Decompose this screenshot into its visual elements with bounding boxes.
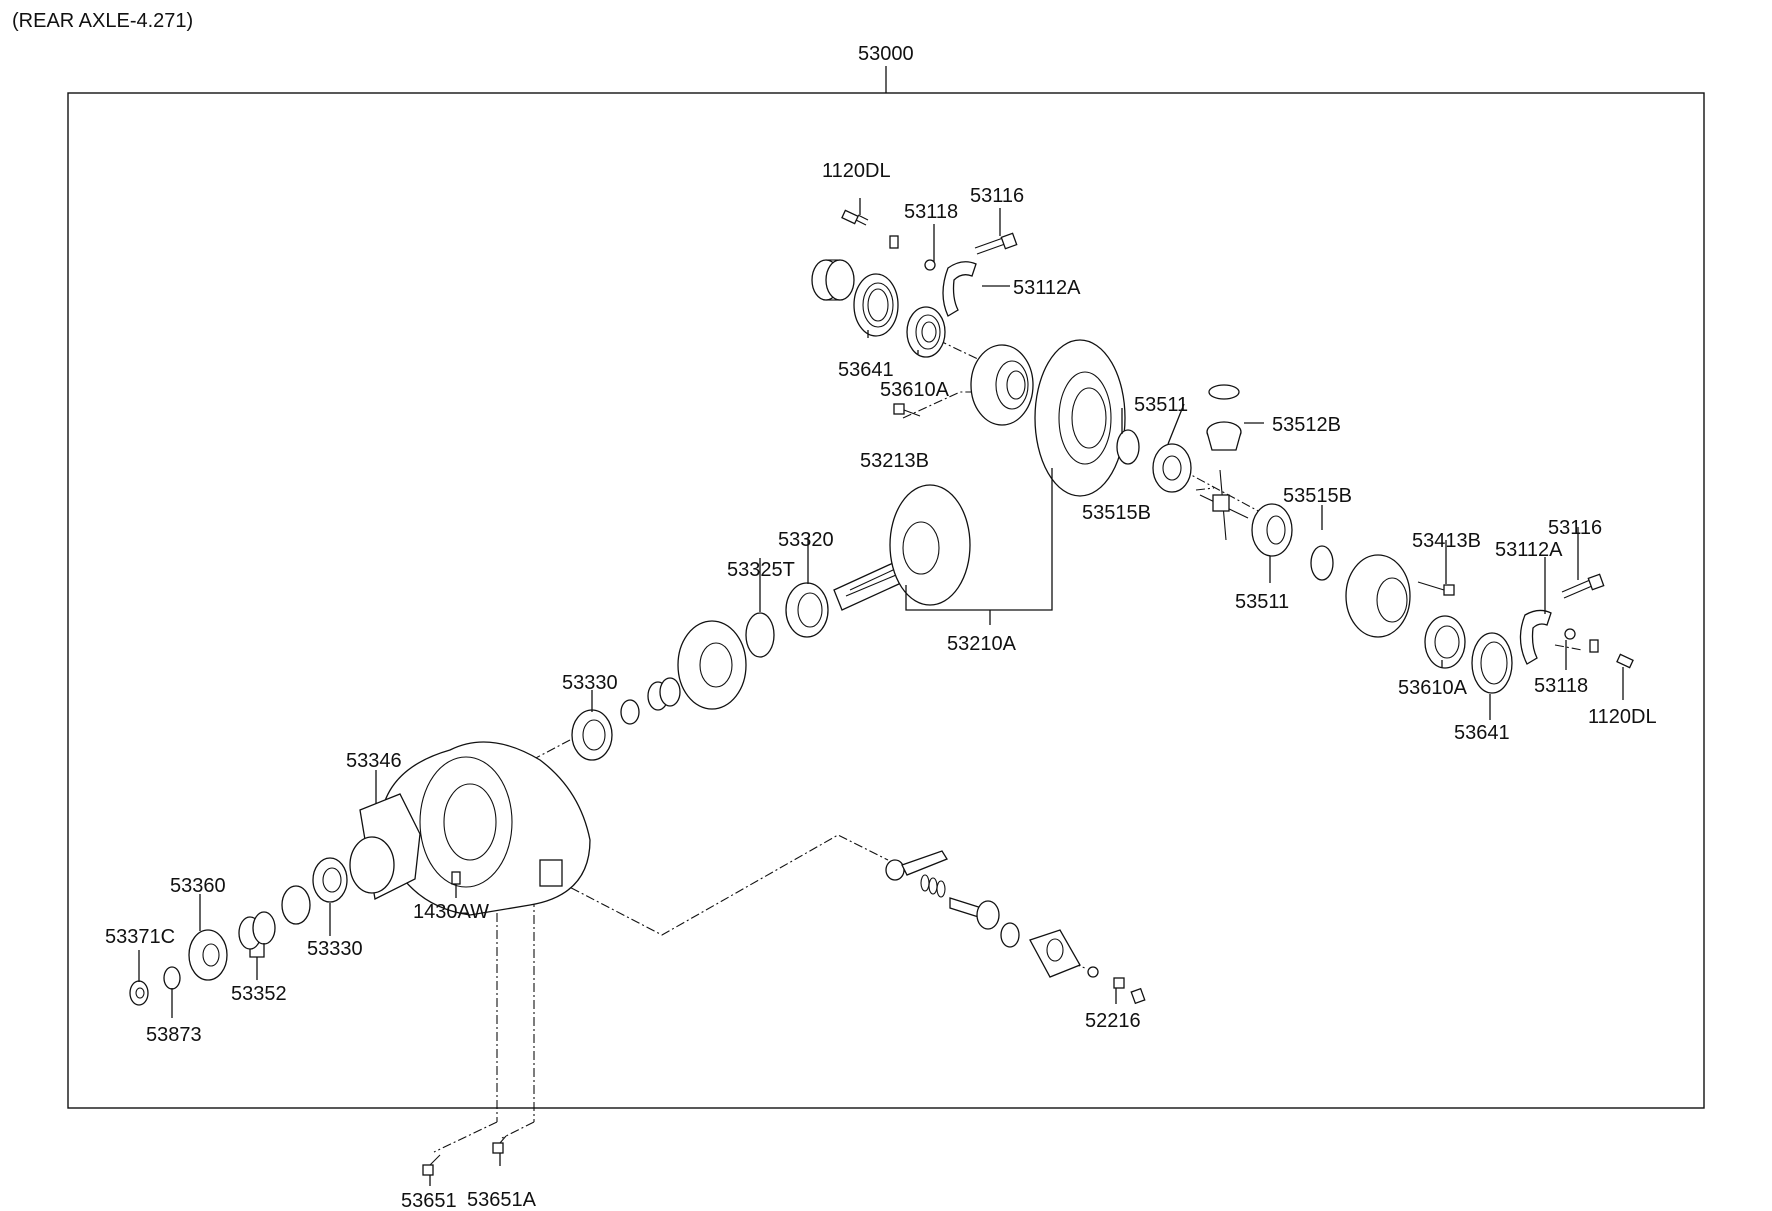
thrust-washer-53515B-lower[interactable] <box>1310 545 1334 581</box>
oil-seal-53352[interactable] <box>238 911 276 950</box>
pinion-washer[interactable] <box>1208 384 1240 400</box>
callout-53641-lower[interactable]: 53641 <box>1454 722 1510 744</box>
diff-case-half-lower[interactable] <box>1345 554 1411 638</box>
callout-1120DL-left[interactable]: 1120DL <box>822 160 891 182</box>
callout-53325T[interactable]: 53325T <box>727 559 795 581</box>
callout-53651A[interactable]: 53651A <box>467 1189 537 1211</box>
callout-53360[interactable]: 53360 <box>170 875 226 897</box>
assembly-number[interactable]: 53000 <box>858 43 914 65</box>
spring[interactable] <box>920 874 946 898</box>
shim-53325T[interactable] <box>745 612 775 658</box>
thrust-washer-53515B-upper[interactable] <box>1116 429 1140 465</box>
shift-fork[interactable] <box>885 850 948 881</box>
callout-53512B[interactable]: 53512B <box>1272 414 1341 436</box>
bolt-53116-upper[interactable] <box>974 232 1018 255</box>
callout-53610A-upper[interactable]: 53610A <box>880 379 950 401</box>
diagram-title: (REAR AXLE-4.271) <box>12 10 193 32</box>
shift-shaft[interactable] <box>949 897 1000 930</box>
callout-53116-lower[interactable]: 53116 <box>1548 517 1602 539</box>
bearing-53610A-upper[interactable] <box>906 306 946 358</box>
bolt-1120DL-right[interactable] <box>1616 653 1634 669</box>
callout-labels: 1120DL 53118 53116 53112A 53641 53610A 5… <box>105 160 1657 1211</box>
leader-lines <box>138 198 1624 1186</box>
bearing-53320[interactable] <box>785 582 829 638</box>
callout-53515B-lower[interactable]: 53515B <box>1283 485 1352 507</box>
drive-pinion-53210A[interactable] <box>833 484 971 611</box>
callout-53210A[interactable]: 53210A <box>947 633 1017 655</box>
adjuster-ring-53641-lower[interactable] <box>1471 632 1513 694</box>
callout-53320[interactable]: 53320 <box>778 529 834 551</box>
callout-53651[interactable]: 53651 <box>401 1190 457 1211</box>
callout-53371C[interactable]: 53371C <box>105 926 175 948</box>
bearing-cup-upper[interactable] <box>811 259 855 301</box>
oring-53873[interactable] <box>163 966 181 990</box>
spider-cross[interactable] <box>1199 469 1249 541</box>
callout-53610A-lower[interactable]: 53610A <box>1398 677 1468 699</box>
spacer-sleeve[interactable] <box>647 677 681 711</box>
pinion-housing-53346[interactable] <box>349 793 421 900</box>
callout-53116-upper[interactable]: 53116 <box>970 185 1024 207</box>
lock-plate-right[interactable] <box>1589 639 1599 653</box>
bolt-1120DL-left[interactable] <box>841 209 869 226</box>
cover-plate[interactable] <box>1029 929 1081 978</box>
callout-52216[interactable]: 52216 <box>1085 1010 1141 1032</box>
callout-53515B-upper[interactable]: 53515B <box>1082 502 1151 524</box>
pinion-gear-53512B[interactable] <box>1206 421 1242 451</box>
callout-53330-lower[interactable]: 53330 <box>307 938 363 960</box>
callout-53873[interactable]: 53873 <box>146 1024 202 1046</box>
nut-53371C[interactable] <box>129 980 149 1006</box>
side-gear-53511-upper[interactable] <box>1152 443 1192 493</box>
washer-53118-upper[interactable] <box>924 259 936 271</box>
bearing-53610A-lower[interactable] <box>1424 615 1466 669</box>
side-gear-53511-lower[interactable] <box>1251 503 1293 557</box>
callout-53511-upper[interactable]: 53511 <box>1134 394 1188 416</box>
callout-53511-lower[interactable]: 53511 <box>1235 591 1289 613</box>
bearing-53330-upper[interactable] <box>571 709 613 761</box>
adjuster-ring-53641-upper[interactable] <box>853 273 899 337</box>
callout-1120DL-right[interactable]: 1120DL <box>1588 706 1657 728</box>
callout-53213B[interactable]: 53213B <box>860 450 929 472</box>
callout-1430AW[interactable]: 1430AW <box>413 901 489 923</box>
pinion-cage[interactable] <box>677 620 747 710</box>
bearing-cap-53112A-upper[interactable] <box>942 261 977 317</box>
bolt-53413B[interactable] <box>1417 581 1455 596</box>
callout-53641-upper[interactable]: 53641 <box>838 359 894 381</box>
lock-plate-left[interactable] <box>889 235 899 249</box>
assembly-frame <box>67 92 1705 1109</box>
callout-53112A-lower[interactable]: 53112A <box>1495 539 1563 561</box>
bolt-53651[interactable] <box>422 1154 441 1176</box>
callout-53413B[interactable]: 53413B <box>1412 530 1481 552</box>
flange-53360[interactable] <box>188 929 228 981</box>
bolt-53213B[interactable] <box>893 403 921 417</box>
washer-53118-lower[interactable] <box>1564 628 1576 640</box>
bearing-cap-53112A-lower[interactable] <box>1519 609 1552 665</box>
callout-53118-lower[interactable]: 53118 <box>1534 675 1588 697</box>
washer-small[interactable] <box>1087 966 1099 978</box>
callout-53346[interactable]: 53346 <box>346 750 402 772</box>
spacer-lower[interactable] <box>281 885 311 925</box>
switch-52216[interactable] <box>1113 977 1146 1005</box>
stud-1430AW[interactable] <box>451 871 461 885</box>
spacer-ring[interactable] <box>620 699 640 725</box>
bolt-53651A[interactable] <box>492 1135 507 1154</box>
bearing-53330-lower[interactable] <box>312 857 348 903</box>
bolt-53116-lower[interactable] <box>1561 573 1605 599</box>
callout-53330-upper[interactable]: 53330 <box>562 672 618 694</box>
shift-ring[interactable] <box>1000 922 1020 948</box>
callout-53352[interactable]: 53352 <box>231 983 287 1005</box>
callout-53112A-upper[interactable]: 53112A <box>1013 277 1081 299</box>
diff-case-half-upper[interactable] <box>970 344 1034 426</box>
callout-53118-upper[interactable]: 53118 <box>904 201 958 223</box>
ring-gear[interactable] <box>1034 339 1126 497</box>
